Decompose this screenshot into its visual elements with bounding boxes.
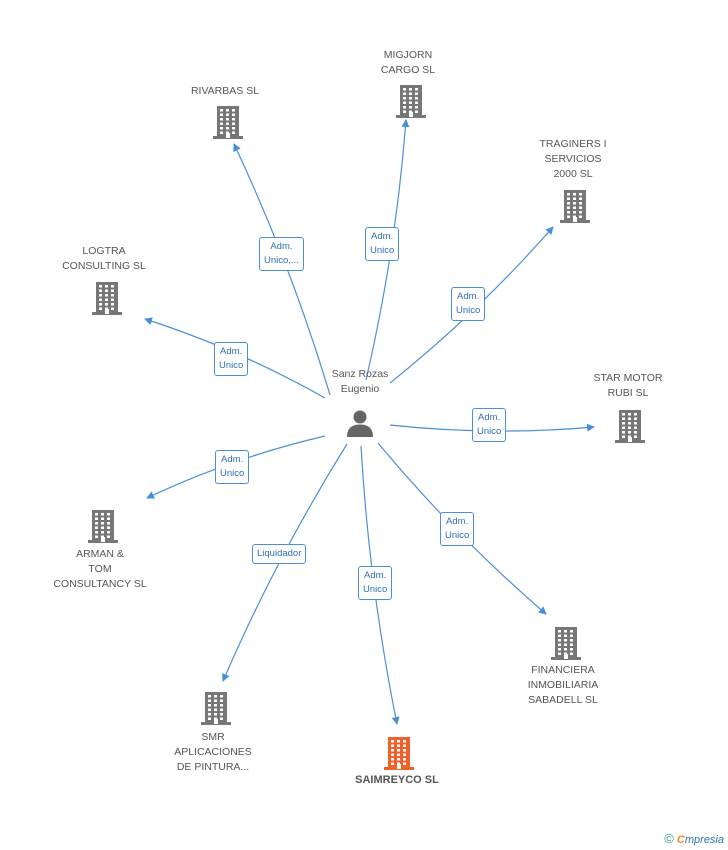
relation-label-migjorn[interactable]: Adm. Unico	[365, 227, 400, 261]
building-icon[interactable]	[613, 408, 647, 444]
brand-initial: C	[676, 834, 685, 846]
building-icon[interactable]	[86, 508, 120, 544]
building-icon[interactable]	[90, 280, 124, 316]
building-icon[interactable]	[394, 83, 428, 119]
footer-brand: © Cmpresia	[664, 831, 724, 846]
building-icon[interactable]	[549, 625, 583, 661]
building-icon[interactable]	[211, 104, 245, 140]
relation-label-saimreyco[interactable]: Adm. Unico	[358, 566, 393, 600]
company-label-logtra[interactable]: LOGTRA CONSULTING SL	[62, 245, 146, 272]
copyright-symbol: ©	[664, 831, 674, 846]
company-label-smr[interactable]: SMR APLICACIONES DE PINTURA...	[174, 731, 252, 773]
company-label-arman[interactable]: ARMAN & TOM CONSULTANCY SL	[53, 548, 147, 590]
relation-label-financiera[interactable]: Adm. Unico	[440, 512, 475, 546]
company-label-traginers[interactable]: TRAGINERS I SERVICIOS 2000 SL	[539, 138, 607, 180]
company-label-financiera[interactable]: FINANCIERA INMOBILIARIA SABADELL SL	[527, 664, 599, 706]
brand-name: mpresia	[684, 834, 724, 846]
person-icon[interactable]	[345, 408, 375, 438]
relation-label-logtra[interactable]: Adm. Unico	[214, 342, 249, 376]
building-icon[interactable]	[199, 690, 233, 726]
relation-label-rivarbas[interactable]: Adm. Unico,...	[259, 237, 304, 271]
building-icon[interactable]	[558, 188, 592, 224]
company-label-starmotor[interactable]: STAR MOTOR RUBI SL	[593, 372, 663, 399]
company-label-rivarbas[interactable]: RIVARBAS SL	[190, 85, 260, 97]
person-name-label[interactable]: Sanz Rozas Eugenio	[331, 368, 389, 395]
relation-label-smr[interactable]: Liquidador	[252, 544, 307, 564]
building-icon[interactable]	[382, 735, 416, 771]
company-label-saimreyco[interactable]: SAIMREYCO SL	[355, 774, 439, 786]
relation-label-traginers[interactable]: Adm. Unico	[451, 287, 486, 321]
company-label-migjorn[interactable]: MIGJORN CARGO SL	[380, 49, 436, 76]
relation-label-starmotor[interactable]: Adm. Unico	[472, 408, 507, 442]
relation-label-arman[interactable]: Adm. Unico	[215, 450, 250, 484]
